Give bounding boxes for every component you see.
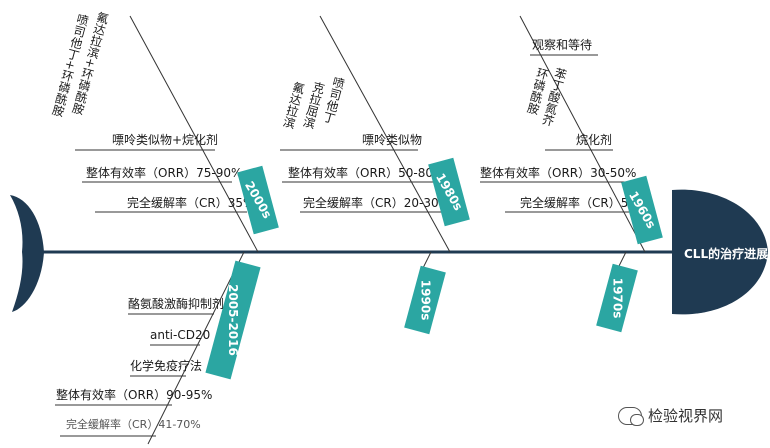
purine-analog-alkylating-label: 嘌呤类似物+烷化剂 (112, 133, 219, 147)
cr-2005-label: 完全缓解率（CR）41-70% (66, 418, 201, 431)
fish-head (672, 189, 768, 315)
purine-analog-label: 嘌呤类似物 (362, 133, 423, 147)
anti-cd20-label: anti-CD20 (150, 328, 211, 342)
orr-2000s-label: 整体有效率（ORR）75-90% (86, 166, 243, 180)
diagram-title: CLL的治疗进展 (684, 247, 769, 261)
cr-2000s-label: 完全缓解率（CR）35% (127, 196, 255, 210)
cr-1960s-label: 完全缓解率（CR）5% (520, 196, 640, 210)
orr-1980s-label: 整体有效率（ORR）50-80% (288, 166, 445, 180)
tki-label: 酪氨酸激酶抑制剂 (128, 297, 225, 311)
fish-tail (10, 195, 44, 312)
watermark-text: 检验视界网 (648, 407, 724, 425)
orr-2005-label: 整体有效率（ORR）90-95% (56, 388, 213, 402)
watermark: 检验视界网 (618, 405, 723, 426)
watch-and-wait-label: 观察和等待 (532, 38, 593, 52)
chemoimmunotherapy-label: 化学免疫疗法 (130, 359, 203, 373)
orr-1960s-label: 整体有效率（ORR）30-50% (480, 166, 637, 180)
cr-1980s-label: 完全缓解率（CR）20-30% (303, 196, 450, 210)
alkylating-agent-label: 烷化剂 (576, 133, 613, 147)
wechat-icon (618, 406, 644, 426)
